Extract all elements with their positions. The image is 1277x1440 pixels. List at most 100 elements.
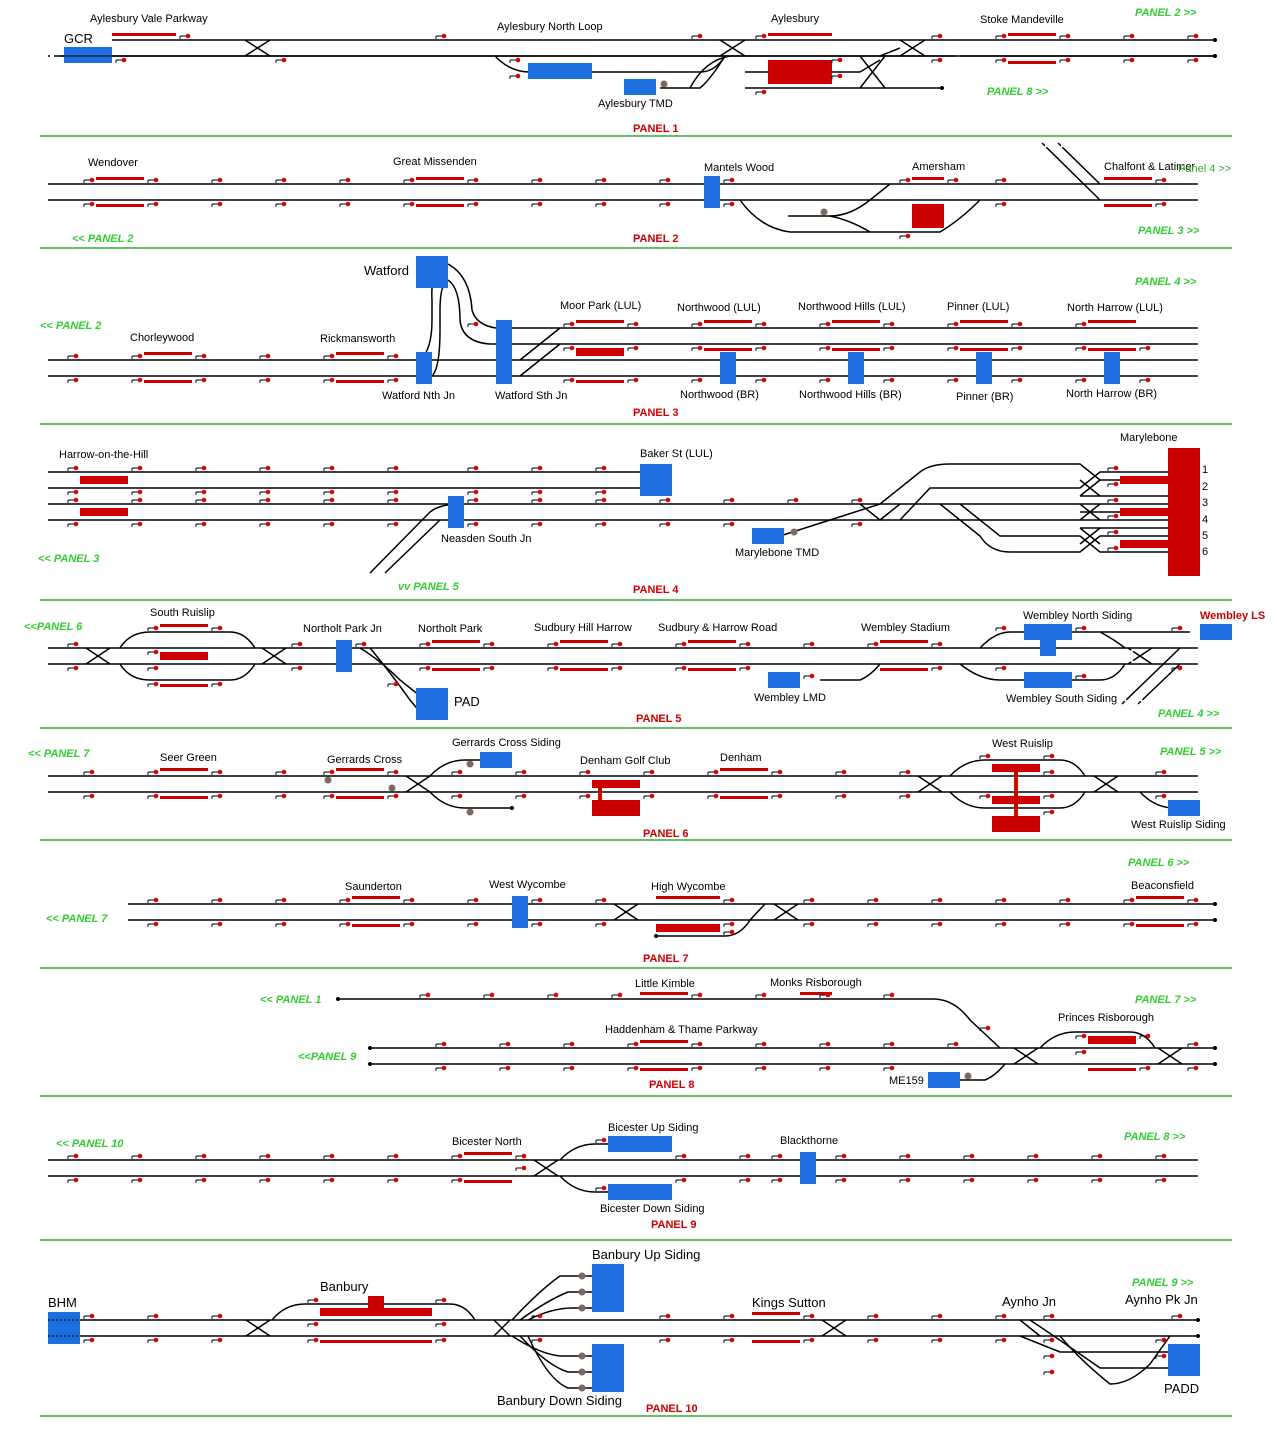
panel-title: PANEL 6	[643, 828, 688, 840]
panel-5: South Ruislip Northolt Park Jn Northolt …	[24, 607, 1265, 729]
station-label: Sudbury & Harrow Road	[658, 622, 777, 634]
station-label: Gerrards Cross	[327, 754, 403, 766]
station-label: Bicester North	[452, 1136, 522, 1148]
panel-title: PANEL 5	[636, 713, 681, 725]
location-label: West Ruislip Siding	[1131, 819, 1226, 831]
station-label: Rickmansworth	[320, 333, 395, 345]
crossover	[859, 55, 886, 89]
nav-link[interactable]: << PANEL 10	[56, 1138, 124, 1150]
location-label: Neasden South Jn	[441, 533, 532, 545]
nav-link[interactable]: <<PANEL 9	[298, 1051, 357, 1063]
panel-8: Little Kimble Monks Risborough Haddenham…	[40, 977, 1232, 1097]
location-label: Pinner (BR)	[956, 391, 1013, 403]
nav-link[interactable]: PANEL 3 >>	[1138, 225, 1200, 237]
station-label: Mantels Wood	[704, 162, 774, 174]
station-label: Beaconsfield	[1131, 880, 1194, 892]
panel-title: PANEL 1	[633, 123, 678, 135]
station-label: Seer Green	[160, 752, 217, 764]
station-label: Banbury Down Siding	[497, 1393, 622, 1408]
station-label: North Harrow (LUL)	[1067, 302, 1163, 314]
station-label: Wembley North Siding	[1023, 610, 1132, 622]
station-label: Aylesbury Vale Parkway	[90, 13, 208, 25]
station-label: Banbury Up Siding	[592, 1247, 700, 1262]
nav-link[interactable]: PANEL 4 >>	[1135, 276, 1197, 288]
siding-gcr	[64, 47, 112, 63]
nav-link[interactable]: << PANEL 2	[72, 233, 133, 245]
nav-link[interactable]: << PANEL 2	[40, 320, 101, 332]
nav-link[interactable]: << PANEL 7	[28, 748, 90, 760]
platform-aylesbury-island	[768, 60, 832, 84]
shunt-signal	[660, 80, 668, 88]
station-label: Amersham	[912, 161, 965, 173]
nav-label: Panel 4 >>	[1178, 163, 1231, 175]
station-label: Marylebone	[1120, 432, 1177, 444]
station-label: West Ruislip	[992, 738, 1053, 750]
panel-title: PANEL 9	[651, 1219, 696, 1231]
nav-link[interactable]: <<PANEL 6	[24, 621, 83, 633]
nav-link[interactable]: PANEL 4 >>	[1158, 708, 1220, 720]
nav-link[interactable]: PANEL 5 >>	[1160, 746, 1222, 758]
station-label: Haddenham & Thame Parkway	[605, 1024, 758, 1036]
station-label: Saunderton	[345, 881, 402, 893]
station-label: Chalfont & Latimer	[1104, 161, 1195, 173]
panel-1: Aylesbury Vale Parkway Aylesbury North L…	[40, 7, 1232, 137]
station-label: Northolt Park	[418, 623, 483, 635]
siding-north-loop	[528, 63, 592, 79]
crossover	[899, 39, 926, 57]
panel-title: PANEL 4	[633, 584, 679, 596]
nav-link[interactable]: << PANEL 7	[46, 913, 108, 925]
location-label: Marylebone TMD	[735, 547, 819, 559]
panel-3: Watford Chorleywood Rickmansworth Moor P…	[40, 256, 1232, 425]
nav-link[interactable]: << PANEL 1	[260, 994, 321, 1006]
location-label: Watford	[364, 263, 409, 278]
nav-link[interactable]: PANEL 8 >>	[1124, 1131, 1186, 1143]
station-label: Gerrards Cross Siding	[452, 737, 561, 749]
panel-9: Bicester North Bicester Up Siding Blackt…	[40, 1122, 1232, 1241]
crossover	[719, 39, 746, 57]
station-label: Chorleywood	[130, 332, 194, 344]
panel-10: BHM Banbury Banbury Up Siding Kings Sutt…	[40, 1247, 1232, 1417]
location-label: Northwood Hills (BR)	[799, 389, 902, 401]
panel-7: Saunderton West Wycombe High Wycombe Bea…	[40, 857, 1232, 969]
nav-link[interactable]: PANEL 7 >>	[1135, 994, 1197, 1006]
panel-6: Seer Green Gerrards Cross Gerrards Cross…	[28, 737, 1232, 841]
track-tmd	[689, 55, 731, 89]
nav-link[interactable]: PANEL 8 >>	[987, 86, 1049, 98]
crossover	[244, 39, 271, 57]
location-label: Wembley LMD	[754, 692, 826, 704]
nav-link[interactable]: vv PANEL 5	[398, 581, 460, 593]
location-label: North Harrow (BR)	[1066, 388, 1157, 400]
platform-number: 3	[1202, 497, 1208, 509]
station-label: Kings Sutton	[752, 1295, 826, 1310]
siding-aylesbury-tmd	[624, 79, 656, 95]
panel-2: Wendover Great Missenden Mantels Wood Am…	[40, 142, 1232, 249]
wembley-ls-label: Wembley LS	[1200, 610, 1265, 622]
station-label: Banbury	[320, 1279, 369, 1294]
nav-link[interactable]: << PANEL 3	[38, 553, 99, 565]
nav-link[interactable]: PANEL 6 >>	[1128, 857, 1190, 869]
station-label: Monks Risborough	[770, 977, 862, 989]
location-label: PADD	[1164, 1381, 1199, 1396]
signals	[67, 465, 1119, 552]
station-label: Moor Park (LUL)	[560, 300, 641, 312]
station-label: Aylesbury	[771, 13, 820, 25]
location-label: Watford Nth Jn	[382, 390, 455, 402]
watford-siding	[416, 256, 448, 288]
panel-title: PANEL 3	[633, 407, 678, 419]
station-label: Northwood Hills (LUL)	[798, 301, 906, 313]
location-label: PAD	[454, 694, 480, 709]
station-label: Denham Golf Club	[580, 755, 671, 767]
platform-number: 4	[1202, 514, 1208, 526]
station-label: Northolt Park Jn	[303, 623, 382, 635]
location-label: ME159	[889, 1075, 924, 1087]
station-label: Blackthorne	[780, 1135, 838, 1147]
platform-aylesbury-vale-parkway	[112, 33, 176, 36]
nav-link[interactable]: PANEL 9 >>	[1132, 1277, 1194, 1289]
signals	[83, 177, 1167, 240]
nav-link[interactable]: PANEL 2 >>	[1135, 7, 1197, 19]
station-label: West Wycombe	[489, 879, 566, 891]
panel-title: PANEL 2	[633, 233, 678, 245]
station-label: Little Kimble	[635, 978, 695, 990]
location-label: BHM	[48, 1295, 77, 1310]
